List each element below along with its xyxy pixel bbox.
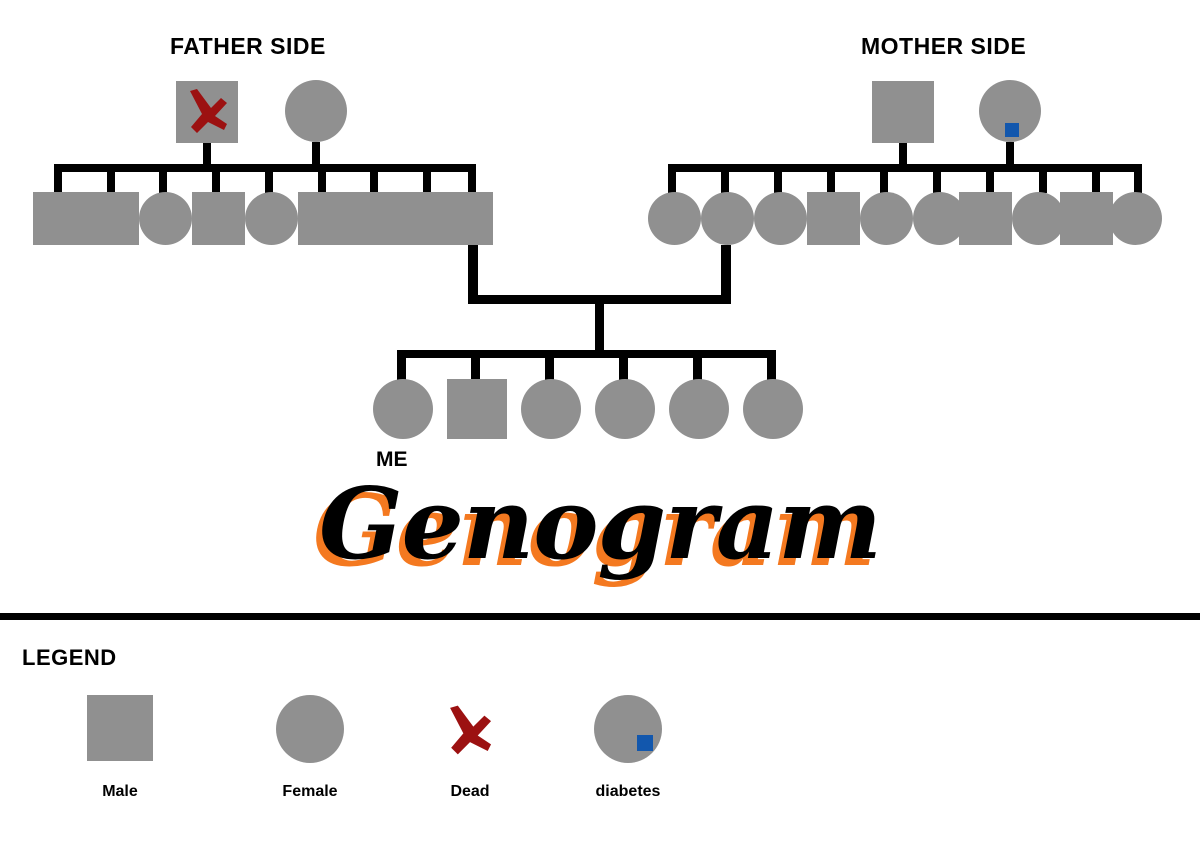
father-side-sibling[interactable] bbox=[245, 192, 298, 245]
father-side-title: FATHER SIDE bbox=[170, 33, 326, 59]
legend-swatch bbox=[548, 695, 708, 775]
diabetes-marker-icon bbox=[1005, 123, 1019, 137]
father-side-sibling[interactable] bbox=[298, 192, 351, 245]
connector-line bbox=[54, 164, 62, 193]
father-side-sibling[interactable] bbox=[351, 192, 404, 245]
union-line-left bbox=[468, 245, 478, 303]
mother-side-title: MOTHER SIDE bbox=[861, 33, 1027, 59]
legend-item-dead: Dead bbox=[390, 695, 550, 801]
connector-line bbox=[1039, 164, 1047, 193]
mother-side-sibling-bar bbox=[668, 164, 1142, 172]
legend-swatch bbox=[390, 695, 550, 775]
section-divider bbox=[0, 613, 1200, 620]
connector-line bbox=[212, 164, 220, 193]
diabetes-marker-icon bbox=[637, 735, 653, 751]
legend-label: Male bbox=[102, 783, 138, 800]
child-sibling[interactable] bbox=[521, 379, 581, 439]
connector-line bbox=[827, 164, 835, 193]
mother-side-grandfather[interactable] bbox=[872, 81, 934, 143]
connector-line bbox=[899, 143, 907, 166]
mother-side-sibling[interactable] bbox=[1012, 192, 1065, 245]
father-side-grandmother[interactable] bbox=[285, 80, 347, 142]
connector-line bbox=[1006, 142, 1014, 166]
legend-swatch bbox=[40, 695, 200, 775]
connector-line bbox=[107, 164, 115, 193]
legend-item-female: Female bbox=[230, 695, 390, 801]
father-side-sibling[interactable] bbox=[86, 192, 139, 245]
mother-side-sibling[interactable] bbox=[754, 192, 807, 245]
connector-line bbox=[265, 164, 273, 193]
legend-label: Female bbox=[282, 783, 338, 800]
connector-line bbox=[471, 350, 480, 380]
connector-line bbox=[159, 164, 167, 193]
connector-line bbox=[468, 164, 476, 193]
mother-side-sibling[interactable] bbox=[648, 192, 701, 245]
legend-label: Dead bbox=[450, 783, 490, 800]
children-sibling-bar bbox=[397, 350, 776, 358]
connector-line bbox=[774, 164, 782, 193]
connector-line bbox=[545, 350, 554, 380]
mother-of-me[interactable] bbox=[701, 192, 754, 245]
mother-side-sibling[interactable] bbox=[1109, 192, 1162, 245]
connector-line bbox=[397, 350, 406, 380]
children-drop-line bbox=[595, 295, 604, 353]
connector-line bbox=[933, 164, 941, 193]
mother-side-sibling[interactable] bbox=[807, 192, 860, 245]
father-side-sibling[interactable] bbox=[139, 192, 192, 245]
connector-line bbox=[1134, 164, 1142, 193]
union-line-right bbox=[721, 245, 731, 303]
circle-icon bbox=[276, 695, 344, 763]
father-side-sibling[interactable] bbox=[192, 192, 245, 245]
circle-with-blue-square-icon bbox=[594, 695, 662, 763]
legend-item-diabetes: diabetes bbox=[548, 695, 708, 801]
father-side-sibling[interactable] bbox=[33, 192, 86, 245]
connector-line bbox=[767, 350, 776, 380]
page-title: Genogram bbox=[318, 467, 882, 582]
legend-item-male: Male bbox=[40, 695, 200, 801]
connector-line bbox=[312, 142, 320, 166]
child-sibling[interactable] bbox=[595, 379, 655, 439]
child-me[interactable] bbox=[373, 379, 433, 439]
child-sibling[interactable] bbox=[743, 379, 803, 439]
connector-line bbox=[370, 164, 378, 193]
connector-line bbox=[693, 350, 702, 380]
legend-label: diabetes bbox=[595, 783, 661, 800]
connector-line bbox=[619, 350, 628, 380]
connector-line bbox=[203, 143, 211, 166]
connector-line bbox=[423, 164, 431, 193]
connector-line bbox=[1092, 164, 1100, 193]
connector-line bbox=[668, 164, 676, 193]
red-x-icon bbox=[450, 705, 492, 755]
connector-line bbox=[880, 164, 888, 193]
me-label: ME bbox=[376, 448, 408, 471]
legend-heading: LEGEND bbox=[22, 645, 117, 670]
connector-line bbox=[318, 164, 326, 193]
child-sibling[interactable] bbox=[669, 379, 729, 439]
legend-swatch bbox=[230, 695, 390, 775]
father-side-grandfather[interactable] bbox=[176, 81, 238, 143]
square-icon bbox=[87, 695, 153, 761]
connector-line bbox=[986, 164, 994, 193]
child-sibling[interactable] bbox=[447, 379, 507, 439]
mother-side-sibling[interactable] bbox=[860, 192, 913, 245]
mother-side-sibling[interactable] bbox=[959, 192, 1012, 245]
connector-line bbox=[721, 164, 729, 193]
mother-side-sibling[interactable] bbox=[913, 192, 966, 245]
mother-side-sibling[interactable] bbox=[1060, 192, 1113, 245]
father-of-me[interactable] bbox=[440, 192, 493, 245]
